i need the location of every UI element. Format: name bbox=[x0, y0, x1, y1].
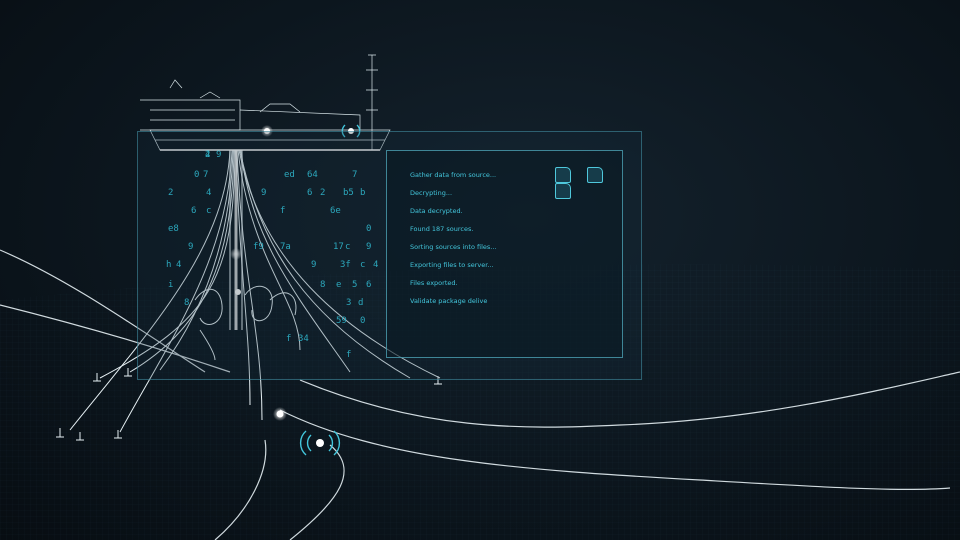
hex-char: 34 bbox=[298, 334, 309, 344]
hex-char: f bbox=[346, 350, 352, 360]
log-line: Data decrypted. bbox=[410, 207, 463, 215]
hex-char: 7 bbox=[352, 170, 358, 180]
hex-char: 8 bbox=[184, 298, 190, 308]
hex-char: 2 bbox=[320, 188, 326, 198]
hex-char: 6 bbox=[307, 188, 313, 198]
hex-char: 5 bbox=[352, 280, 358, 290]
hex-char: 0 bbox=[194, 170, 200, 180]
hex-char: 59 bbox=[336, 316, 347, 326]
hex-char: 4 bbox=[373, 260, 379, 270]
hex-char: b5 bbox=[343, 188, 354, 198]
hex-char: 3f bbox=[340, 260, 351, 270]
hex-char: b bbox=[360, 188, 366, 198]
log-line: Validate package delive bbox=[410, 297, 488, 305]
hex-char: f bbox=[280, 206, 286, 216]
hex-char: 4 bbox=[176, 260, 182, 270]
seafloor-grid bbox=[0, 264, 960, 540]
hex-char: e bbox=[336, 280, 342, 290]
hex-char: h bbox=[166, 260, 172, 270]
hex-char: 0 bbox=[366, 224, 372, 234]
hex-char: 4 bbox=[205, 150, 211, 160]
hex-char: 4 bbox=[206, 188, 212, 198]
log-line: Found 187 sources. bbox=[410, 225, 474, 233]
hex-char: f9 bbox=[253, 242, 264, 252]
hex-char: 6 bbox=[366, 280, 372, 290]
hex-char: 7 bbox=[203, 170, 209, 180]
hex-char: 0 bbox=[360, 316, 366, 326]
hex-char: 9 bbox=[188, 242, 194, 252]
log-line: Sorting sources into files... bbox=[410, 243, 497, 251]
hex-char: c bbox=[206, 206, 212, 216]
hex-char: e8 bbox=[168, 224, 179, 234]
hex-char: 9 bbox=[311, 260, 317, 270]
pipelines bbox=[0, 249, 960, 540]
log-line: Gather data from source... bbox=[410, 171, 497, 179]
hex-char: 64 bbox=[307, 170, 318, 180]
hex-char: 2 bbox=[205, 150, 211, 160]
hex-char: ed bbox=[284, 170, 295, 180]
file-icon bbox=[555, 183, 571, 199]
file-icon bbox=[555, 167, 571, 183]
hex-char: i bbox=[168, 280, 174, 290]
hex-char: 9 bbox=[261, 188, 267, 198]
hex-char: 7a bbox=[280, 242, 291, 252]
log-panel bbox=[386, 150, 623, 358]
vessel-icon bbox=[140, 54, 391, 151]
hex-char: 9 bbox=[366, 242, 372, 252]
hex-char: 6 bbox=[191, 206, 197, 216]
file-icon bbox=[587, 167, 603, 183]
hex-char: 3 bbox=[346, 298, 352, 308]
hex-char: 8 bbox=[320, 280, 326, 290]
hex-char: d bbox=[358, 298, 364, 308]
log-line: Decrypting... bbox=[410, 189, 453, 197]
anchors bbox=[56, 368, 442, 441]
hex-char: 17 bbox=[333, 242, 344, 252]
hex-char: 9 bbox=[216, 150, 222, 160]
log-line: Files exported. bbox=[410, 279, 458, 287]
hex-char: c bbox=[345, 242, 351, 252]
hex-char: c bbox=[360, 260, 366, 270]
log-line: Exporting files to server... bbox=[410, 261, 494, 269]
hex-char: 2 bbox=[168, 188, 174, 198]
hex-char: f bbox=[286, 334, 292, 344]
hex-char: 6e bbox=[330, 206, 341, 216]
log-list: Gather data from source... Decrypting...… bbox=[410, 170, 496, 314]
